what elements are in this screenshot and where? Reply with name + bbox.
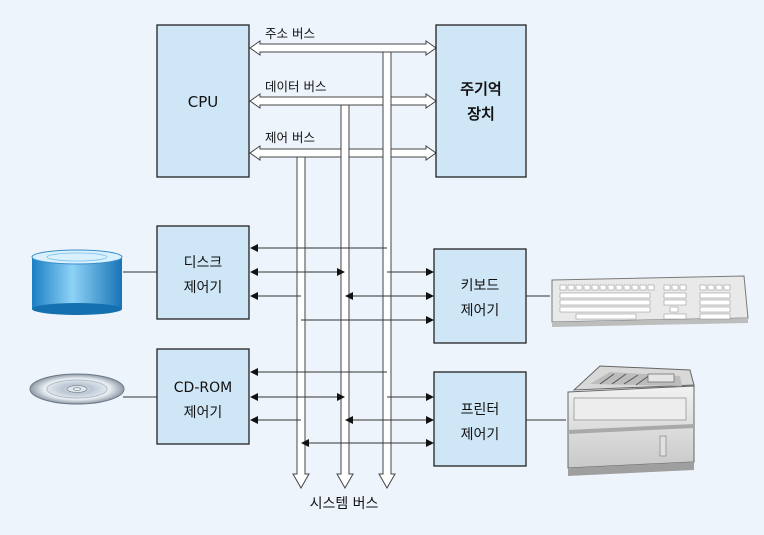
address-bus	[249, 40, 437, 56]
disk-controller-label-line2: 제어기	[184, 280, 223, 296]
system-bus-data-line	[336, 104, 354, 490]
cpu-label: CPU	[188, 93, 219, 111]
disk-drive-icon	[31, 249, 123, 315]
data-bus-label: 데이터 버스	[265, 79, 326, 94]
memory-label-line2: 장치	[467, 105, 495, 123]
cdrom-controller-box: CD-ROM 제어기	[156, 348, 250, 445]
cdrom-controller-label-line2: 제어기	[184, 405, 223, 421]
keyboard-controller-connections	[301, 247, 434, 324]
printer-controller-label-line2: 제어기	[461, 427, 500, 443]
disk-controller-label-line1: 디스크	[184, 255, 223, 271]
printer-icon	[567, 365, 695, 476]
printer-controller-connections	[301, 393, 434, 447]
address-bus-label: 주소 버스	[265, 26, 315, 41]
cdrom-controller-connections	[250, 368, 387, 424]
control-bus-label: 제어 버스	[265, 130, 315, 145]
main-memory-box: 주기억 장치	[435, 24, 527, 178]
keyboard-controller-box: 키보드 제어기	[433, 248, 527, 344]
cd-disc-icon	[29, 373, 125, 405]
system-bus-address-line	[378, 51, 396, 490]
keyboard-controller-label-line2: 제어기	[461, 303, 500, 319]
printer-controller-label-line1: 프린터	[461, 402, 500, 418]
cdrom-controller-label-line1: CD-ROM	[174, 380, 232, 396]
memory-label-line1: 주기억	[460, 80, 501, 98]
cpu-box: CPU	[156, 24, 250, 178]
keyboard-controller-label-line1: 키보드	[461, 278, 500, 294]
printer-controller-box: 프린터 제어기	[433, 371, 527, 467]
disk-controller-connections	[250, 244, 387, 300]
system-bus-control-line	[292, 156, 310, 490]
disk-controller-box: 디스크 제어기	[156, 225, 250, 320]
system-bus-label: 시스템 버스	[310, 496, 379, 512]
keyboard-icon	[551, 275, 749, 327]
